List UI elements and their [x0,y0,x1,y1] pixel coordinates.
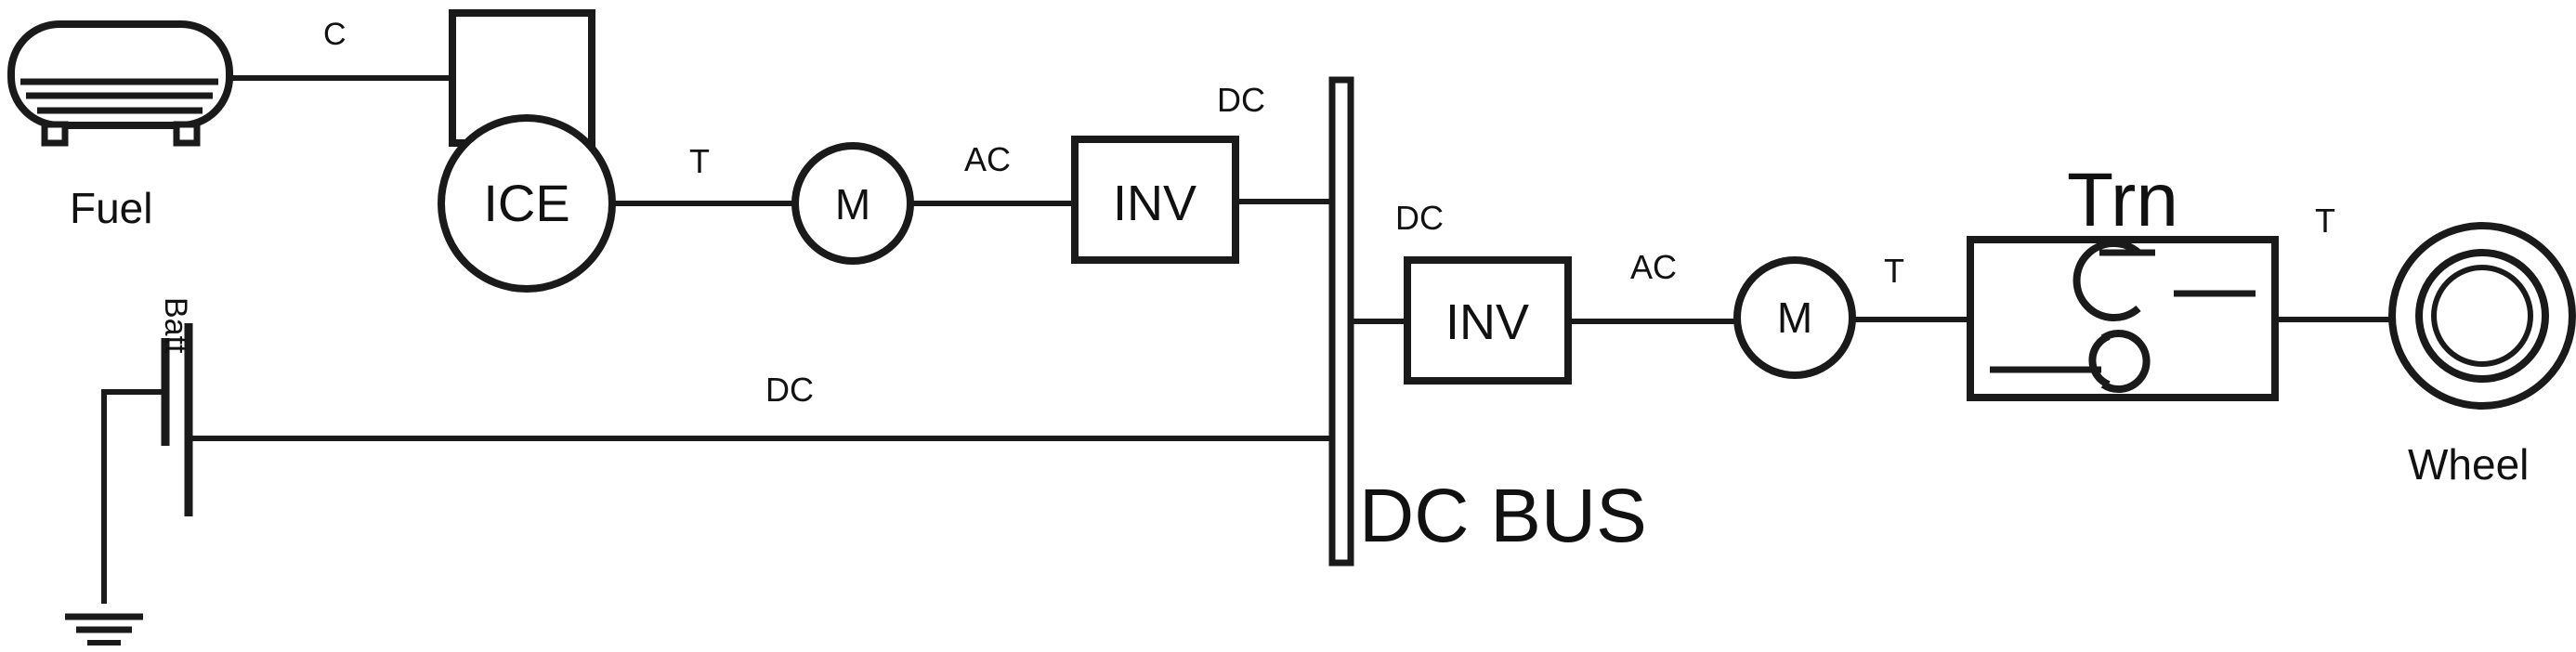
battery-to-bus-label: DC [765,371,814,409]
fuel-label: Fuel [70,184,152,232]
ice-engine-icon [438,9,616,293]
transmission-to-wheel-label: T [2315,202,2335,240]
bus-to-inverter2-label: DC [1395,199,1444,237]
ground-icon [65,389,165,645]
motor1-label: M [835,180,870,228]
dc-bus-label: DC BUS [1359,474,1647,558]
motor2-to-transmission-label: T [1884,252,1904,290]
transmission-label: Trn [2067,158,2178,242]
fuel-to-ice-label: C [323,17,347,52]
motor2-label: M [1777,293,1812,342]
inverter2-label: INV [1445,294,1529,350]
fuel-tank-icon [7,20,233,147]
dc-bus-bar [1328,76,1354,567]
inverter2-box [1404,256,1572,385]
inverter1-to-bus-label: DC [1217,81,1265,119]
ice-label: ICE [483,174,569,232]
ice-to-motor1-label: T [689,142,710,180]
inverter1-label: INV [1113,176,1196,231]
wheel-icon [2388,222,2576,410]
wheel-label: Wheel [2408,440,2529,489]
transmission-icon [1967,236,2279,401]
inverter2-to-motor2-label: AC [1630,248,1677,286]
battery-label: Batt [158,297,193,354]
motor1-to-inverter1-label: AC [964,140,1011,178]
